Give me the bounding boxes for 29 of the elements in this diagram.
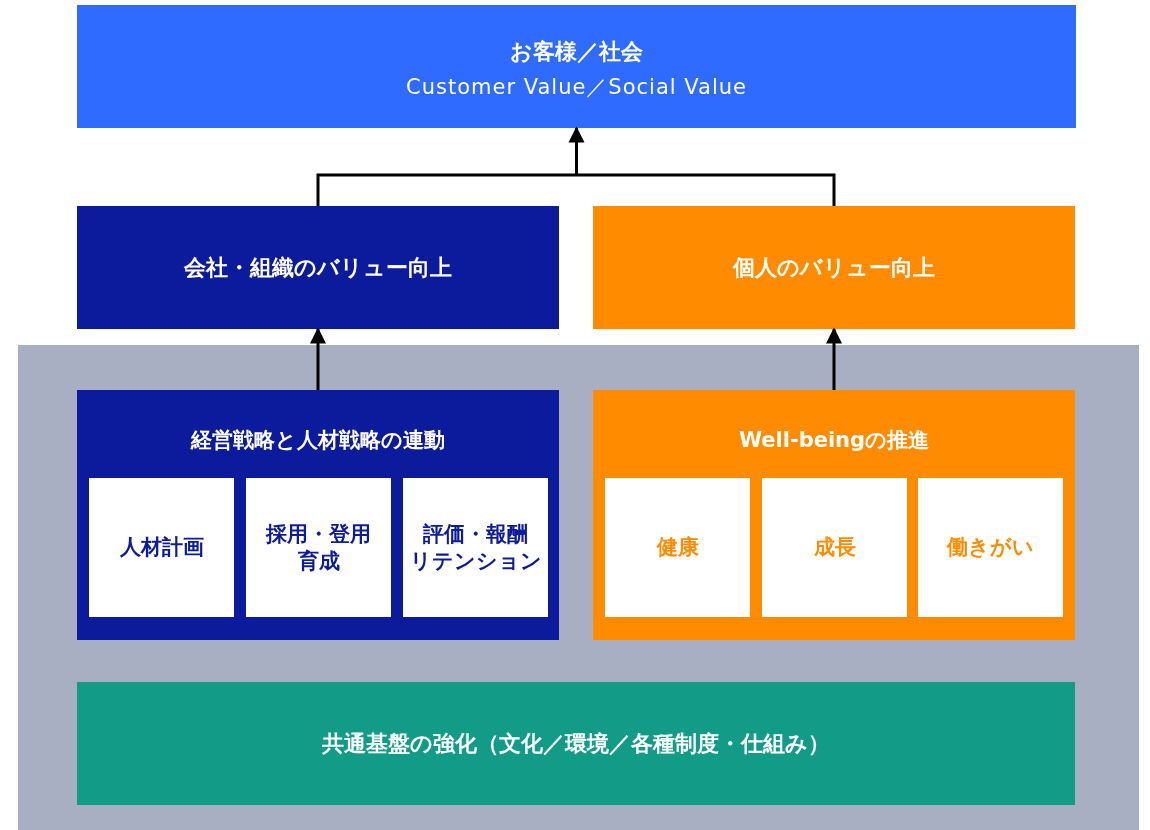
item-label: 働きがい [945, 534, 1035, 561]
arrow [316, 126, 836, 208]
item-label: 健康 [655, 534, 700, 561]
arrow [826, 327, 842, 390]
box-subtitle: Customer Value／Social Value [405, 74, 748, 101]
item-box [918, 478, 1063, 617]
item-box [89, 478, 234, 617]
box-label: 会社・組織のバリュー向上 [183, 254, 453, 282]
group-box [77, 390, 559, 640]
item-label: 採用・登用育成 [264, 521, 372, 575]
value-box [77, 206, 559, 329]
item-label: 成長 [812, 534, 857, 561]
group-title: 経営戦略と人材戦略の連動 [189, 427, 446, 454]
group-title: Well-beingの推進 [737, 427, 931, 454]
box-label: 個人のバリュー向上 [731, 254, 936, 282]
background-panel [18, 345, 1139, 830]
box-title: お客様／社会 [509, 38, 644, 66]
header-box [77, 5, 1076, 128]
box-label: 共通基盤の強化（文化／環境／各種制度・仕組み） [321, 730, 831, 758]
foundation-box [77, 682, 1075, 805]
item-box [762, 478, 907, 617]
value-box [593, 206, 1075, 329]
item-box [605, 478, 750, 617]
item-label: 評価・報酬リテンション [408, 521, 543, 575]
item-box [403, 478, 548, 617]
item-box [246, 478, 391, 617]
group-box [593, 390, 1075, 640]
arrow [310, 327, 326, 390]
item-label: 人材計画 [118, 534, 205, 561]
